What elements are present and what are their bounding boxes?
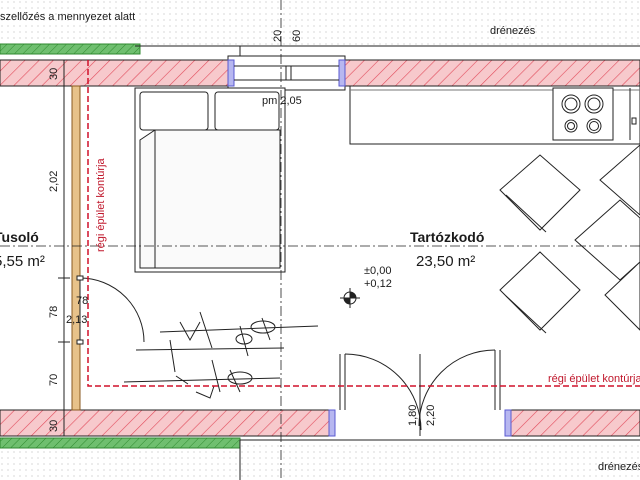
dim-top-wall-c: 60 [291, 30, 303, 42]
dim-left-door-width: 78 [48, 306, 60, 318]
hob [552, 87, 614, 141]
dining-set [499, 144, 640, 334]
entrance-door [339, 349, 501, 431]
room-name-shower: Tusoló [0, 229, 39, 245]
bottom-wall-left [0, 409, 336, 437]
dim-top-wall-a: 30 [48, 68, 60, 80]
bed [134, 87, 286, 273]
ground-top [0, 0, 640, 60]
old-outline-horizontal-label: régi épület kontúrja [548, 373, 640, 385]
drainage-bottom-label: drénezés [598, 461, 640, 473]
shower-door [76, 275, 145, 345]
room-area-shower: 5,55 m² [0, 253, 45, 270]
room-area-living: 23,50 m² [416, 253, 475, 270]
partition-wall [71, 85, 81, 411]
ventilation-note: szellőzés a mennyezet alatt [0, 11, 135, 23]
dim-door-height: 2,13 [66, 314, 87, 326]
dim-door-width: 1,80 [407, 405, 419, 426]
window-bottom-left [328, 409, 512, 437]
room-name-living: Tartózkodó [410, 229, 484, 245]
top-wall-left [0, 59, 229, 87]
dim-left-height: 2,02 [48, 171, 60, 192]
old-outline-vertical-label: régi épület kontúrja [95, 158, 107, 252]
bicycles [123, 311, 319, 399]
bed-height-label: pm 2,05 [262, 95, 302, 107]
dim-door-label: 78 [76, 295, 88, 307]
old-building-outline [87, 60, 640, 387]
drainage-top-label: drénezés [490, 25, 536, 37]
bottom-wall-right [504, 409, 640, 437]
dimension-lines [58, 60, 421, 436]
level-marker [340, 288, 360, 308]
kitchen-counter [349, 85, 640, 145]
level-floor-label: ±0,00 [364, 265, 391, 277]
dim-bottom-wall: 30 [48, 420, 60, 432]
level-raised-label: +0,12 [364, 278, 392, 290]
dim-left-segment: 70 [48, 374, 60, 386]
ground-bottom [0, 437, 640, 480]
window-top [227, 55, 346, 91]
dim-door-height-right: 2,20 [425, 405, 437, 426]
top-wall-right [344, 59, 640, 87]
dim-top-wall-b: 20 [272, 30, 284, 42]
